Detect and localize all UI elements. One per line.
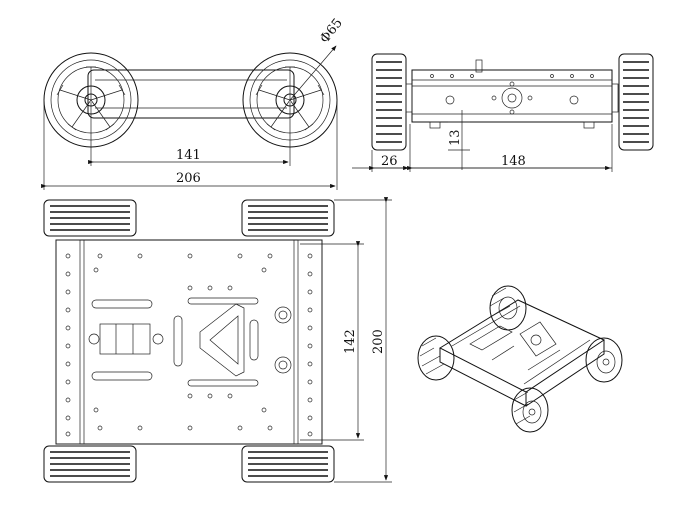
iso-wheel-back-right bbox=[585, 337, 623, 383]
top-wheel-rear-right bbox=[241, 445, 335, 483]
top-view: 142 200 bbox=[43, 197, 392, 483]
body-width-label: 148 bbox=[501, 154, 526, 169]
top-wheel-rear-left bbox=[43, 445, 137, 483]
top-chassis-plate bbox=[55, 239, 323, 445]
front-wheel-right bbox=[618, 53, 654, 151]
top-wheel-front-right bbox=[241, 199, 335, 237]
front-wheel-left bbox=[371, 53, 407, 151]
side-chassis-body bbox=[87, 69, 295, 119]
right-side-rail bbox=[297, 239, 323, 445]
left-side-rail bbox=[55, 239, 81, 445]
iso-wheel-front-right bbox=[511, 387, 549, 433]
track-length-label: 142 bbox=[343, 329, 358, 354]
isometric-view bbox=[417, 285, 623, 433]
diameter-leader bbox=[289, 45, 337, 101]
iso-wheel-back-left bbox=[489, 285, 527, 331]
overall-length-label: 206 bbox=[176, 171, 201, 186]
wheel-offset-label: 26 bbox=[381, 154, 398, 169]
ground-clearance-label: 13 bbox=[448, 129, 463, 146]
wheelbase-label: 141 bbox=[176, 148, 201, 163]
iso-wheel-front-left bbox=[417, 335, 455, 381]
iso-top-plate bbox=[438, 299, 606, 393]
top-wheel-front-left bbox=[43, 199, 137, 237]
front-view: 13 26 148 bbox=[352, 53, 654, 172]
side-view: Φ65 141 206 bbox=[41, 16, 346, 190]
diameter-label: Φ65 bbox=[317, 16, 346, 47]
overall-width-label: 200 bbox=[371, 329, 386, 354]
